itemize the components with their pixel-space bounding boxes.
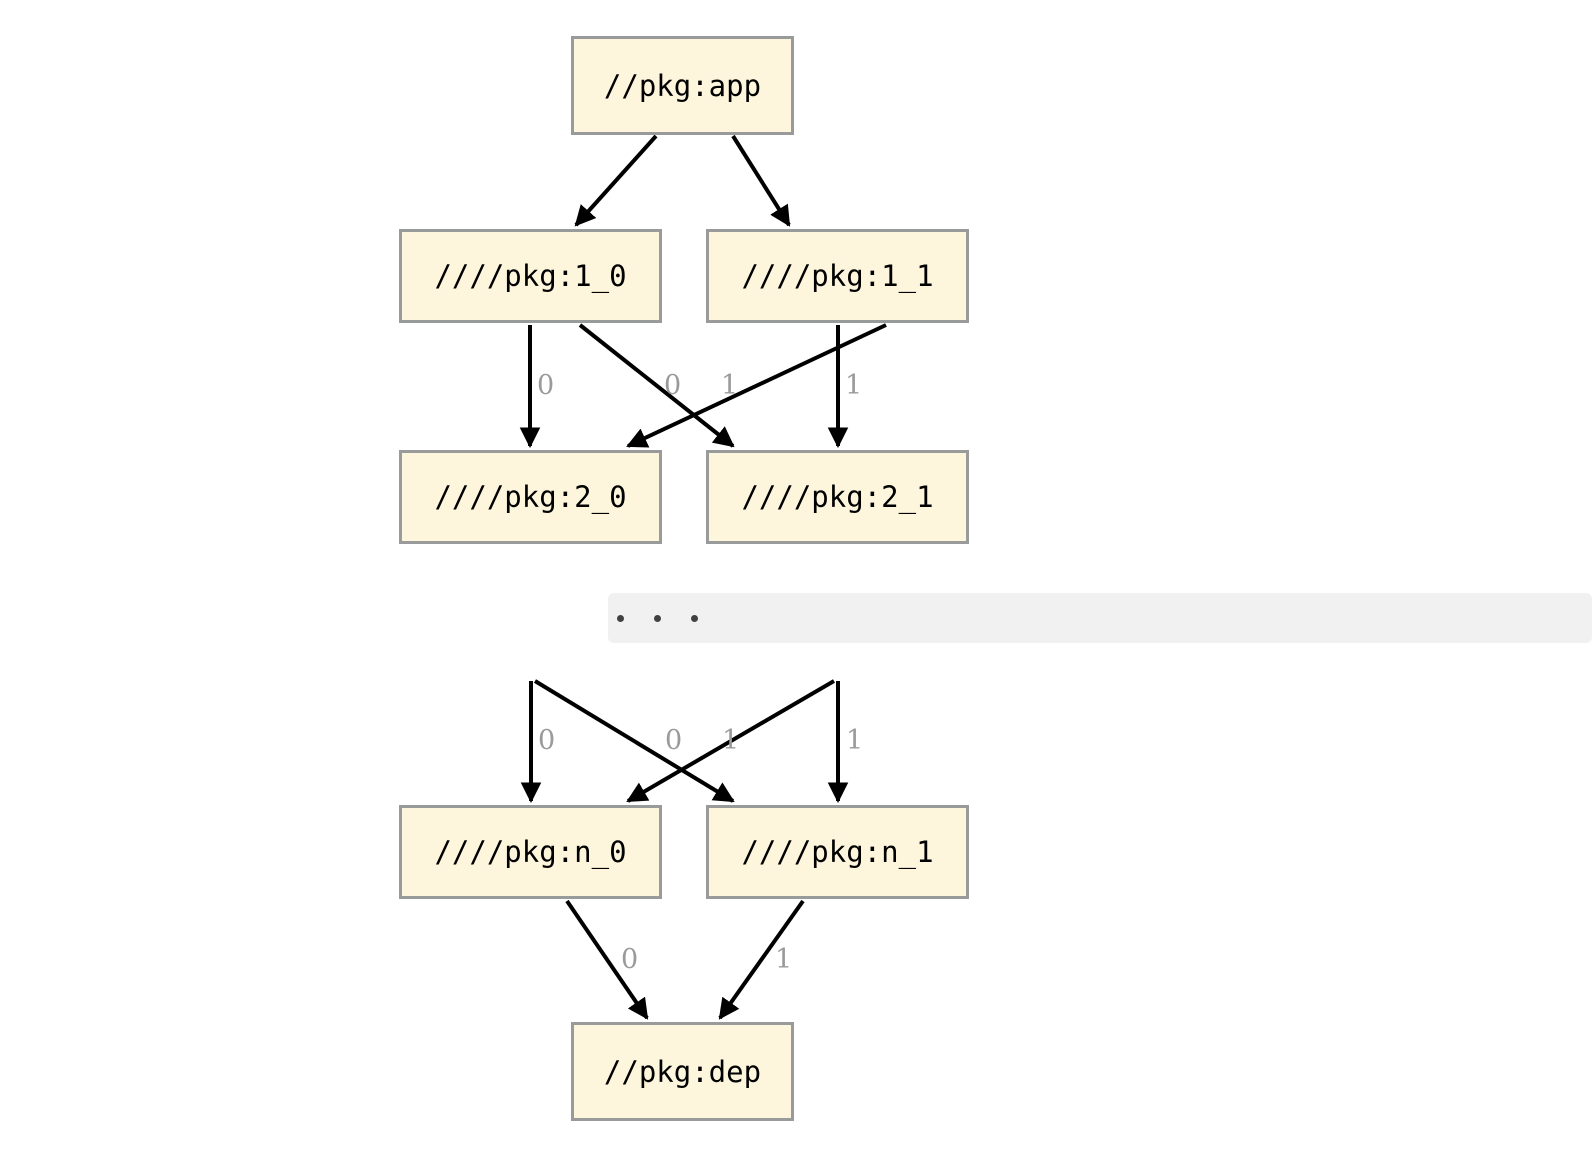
- edge-n_0-to-dep: [565, 899, 649, 1020]
- edge-label-dots-to-n_1b: 1: [846, 725, 864, 756]
- edge-label-dots-to-n_1: 0: [665, 725, 683, 756]
- ellipsis-dot: [654, 614, 661, 622]
- node-n1_1[interactable]: ////pkg:1_1: [706, 229, 969, 323]
- edge-n_1-to-dep: [718, 899, 805, 1020]
- edge-label-1_0-to-2_0: 0: [537, 370, 555, 401]
- node-label: ////pkg:2_0: [434, 480, 627, 514]
- node-dep[interactable]: //pkg:dep: [571, 1022, 794, 1121]
- edge-label-dots-to-n_0b: 1: [722, 725, 740, 756]
- edge-1_0-to-2_1: [578, 323, 735, 448]
- edge-label-1_1-to-2_1: 1: [845, 370, 863, 401]
- node-n1_0[interactable]: ////pkg:1_0: [399, 229, 662, 323]
- edge-label-n_0-to-dep: 0: [621, 944, 639, 975]
- node-app[interactable]: //pkg:app: [571, 36, 794, 135]
- ellipsis-truncation-band: [608, 593, 1592, 643]
- edge-dots-to-n_1: [533, 679, 735, 803]
- node-n2_0[interactable]: ////pkg:2_0: [399, 450, 662, 544]
- ellipsis-dot: [617, 614, 624, 622]
- edge-app-to-1_0: [574, 134, 658, 227]
- node-label: ////pkg:n_0: [434, 835, 627, 869]
- edge-label-1_1-to-2_0: 1: [721, 370, 739, 401]
- edge-label-dots-to-n_0: 0: [538, 725, 556, 756]
- edge-1_1-to-2_0: [626, 323, 887, 448]
- ellipsis-dots: [617, 614, 728, 622]
- node-n2_1[interactable]: ////pkg:2_1: [706, 450, 969, 544]
- node-label: ////pkg:1_0: [434, 259, 627, 293]
- edge-label-1_0-to-2_1: 0: [664, 370, 682, 401]
- node-label: ////pkg:2_1: [741, 480, 934, 514]
- node-label: //pkg:dep: [603, 1054, 762, 1089]
- edge-dots-to-n_0b: [626, 679, 836, 803]
- node-label: ////pkg:1_1: [741, 259, 934, 293]
- edge-app-to-1_1: [731, 134, 791, 227]
- ellipsis-dot: [691, 614, 698, 622]
- node-nn_1[interactable]: ////pkg:n_1: [706, 805, 969, 899]
- node-nn_0[interactable]: ////pkg:n_0: [399, 805, 662, 899]
- edge-label-n_1-to-dep: 1: [775, 944, 793, 975]
- node-label: ////pkg:n_1: [741, 835, 934, 869]
- edge-lines: [519, 134, 887, 1020]
- node-label: //pkg:app: [603, 68, 762, 103]
